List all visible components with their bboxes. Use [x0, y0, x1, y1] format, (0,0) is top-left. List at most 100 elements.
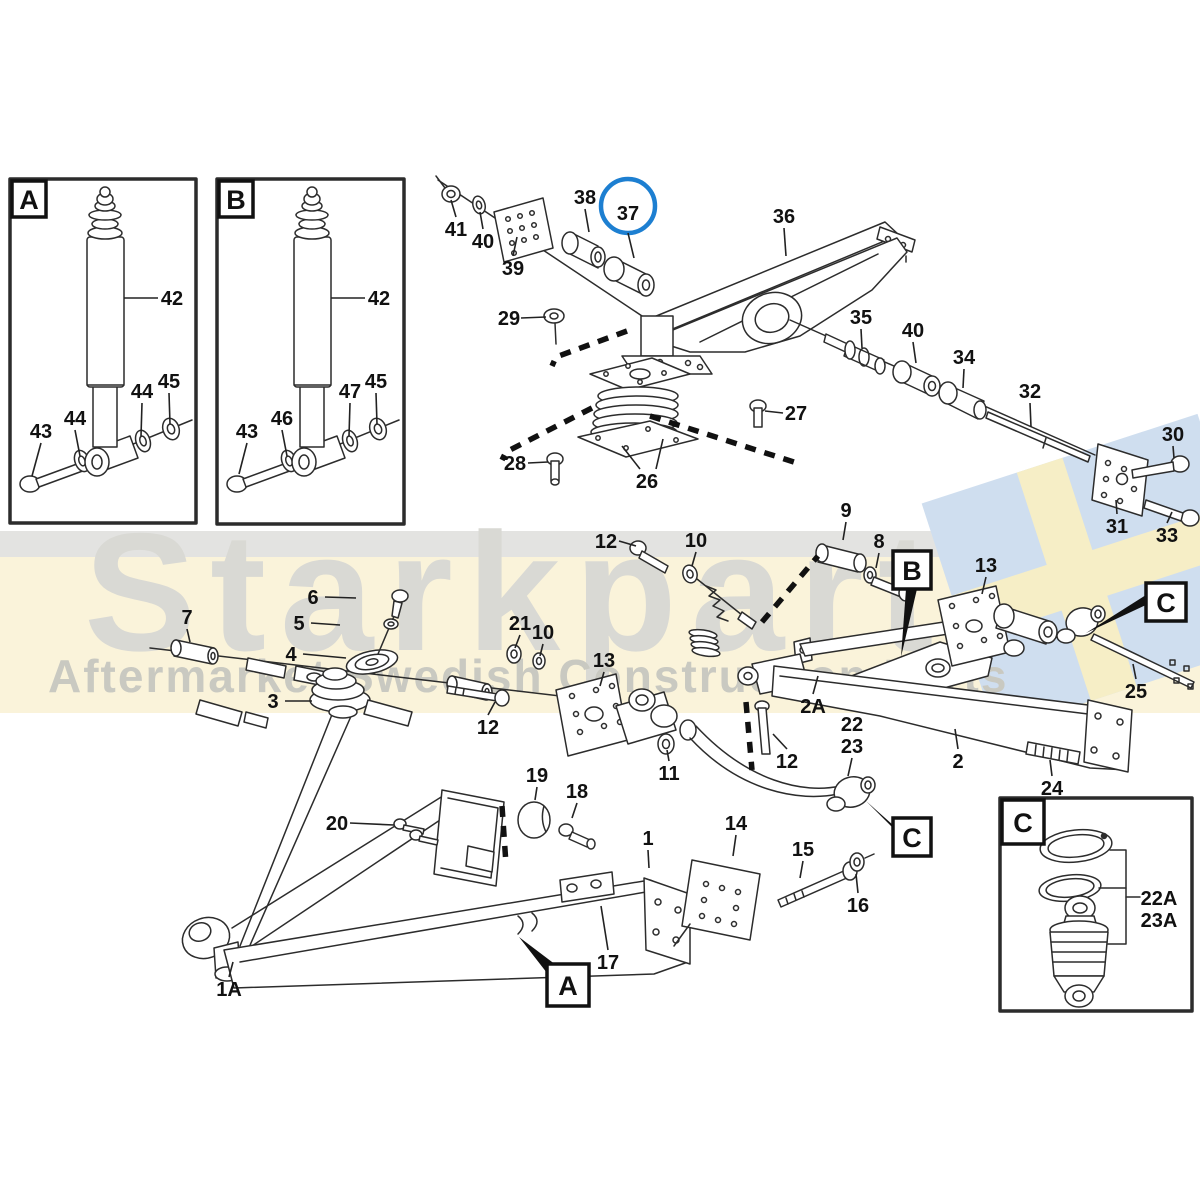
- part-callout-38: 38: [574, 187, 596, 209]
- part-callout-23A: 23A: [1141, 910, 1178, 932]
- part-callout-9: 9: [840, 500, 851, 522]
- part-callout-31: 31: [1106, 516, 1128, 538]
- part-callout-22: 22: [841, 714, 863, 736]
- part-callout-45: 45: [365, 371, 387, 393]
- callout-leader-1: [647, 849, 650, 869]
- callout-leader-26: [621, 445, 641, 470]
- part-callout-29: 29: [498, 308, 520, 330]
- callout-leader-43: [31, 442, 42, 477]
- inset-box-b: [215, 177, 406, 526]
- section-marker-b-pointer: B: [891, 549, 933, 591]
- callout-leader-30: [1172, 445, 1175, 459]
- part-callout-44: 44: [131, 381, 154, 403]
- dashed-locator-lines: [499, 328, 821, 865]
- part-callout-45: 45: [158, 371, 180, 393]
- callout-leader-1A: [228, 961, 234, 978]
- callout-leader-31: [1115, 499, 1118, 515]
- section-marker-c-inset-corner: C: [1000, 798, 1046, 846]
- section-marker-a-inset-corner: A: [10, 179, 48, 219]
- svg-text:C: C: [1013, 808, 1033, 838]
- pointer-arrow-c1: [1086, 595, 1146, 633]
- callout-leader-44: [74, 429, 81, 457]
- callout-leader-8: [875, 552, 880, 569]
- callout-leader-9: [842, 521, 847, 541]
- part-callout-19: 19: [526, 765, 548, 787]
- callout-leader-25: [1132, 663, 1137, 680]
- callout-leader-34: [962, 368, 965, 389]
- callout-leader-28: [527, 461, 549, 464]
- callout-leader-11: [666, 749, 670, 762]
- part-callout-5: 5: [293, 613, 304, 635]
- pointer-arrow-b: [901, 589, 917, 657]
- part-callout-41: 41: [445, 219, 467, 241]
- part-callout-42: 42: [161, 288, 183, 310]
- part-callout-36: 36: [773, 206, 795, 228]
- diagram-line-art: [8, 175, 1200, 1013]
- callout-leader-44: [140, 402, 143, 437]
- callout-leader-40: [912, 341, 917, 364]
- part-callout-17: 17: [597, 952, 619, 974]
- callout-leader-19: [534, 786, 538, 801]
- callout-leader-10: [691, 551, 697, 567]
- callout-leader-40: [479, 211, 484, 230]
- callout-leader-6: [324, 596, 357, 599]
- part-callout-2A: 2A: [800, 696, 826, 718]
- callout-leader-12: [618, 540, 637, 547]
- part-callout-7: 7: [181, 607, 192, 629]
- svg-text:B: B: [902, 556, 922, 586]
- part-callout-34: 34: [953, 347, 976, 369]
- part-callout-27: 27: [785, 403, 807, 425]
- callout-leader-32: [1029, 402, 1032, 428]
- callout-leader-7: [186, 628, 191, 643]
- callout-leader-45: [375, 392, 378, 425]
- part-callout-10: 10: [532, 622, 554, 644]
- section-marker-c-pointer: C: [891, 816, 933, 858]
- pointer-arrow-c2: [866, 801, 899, 834]
- part-callout-46: 46: [271, 408, 293, 430]
- callout-leader-27: [764, 410, 784, 414]
- part-callout-33: 33: [1156, 525, 1178, 547]
- callout-leader-20: [349, 822, 395, 826]
- callout-leader-10: [539, 643, 544, 657]
- part-callout-40: 40: [472, 231, 494, 253]
- part-callout-21: 21: [509, 613, 531, 635]
- callout-leader-14: [732, 834, 737, 857]
- callout-leader-5: [310, 622, 341, 626]
- callout-leader-13: [981, 576, 987, 595]
- part-callout-28: 28: [504, 453, 526, 475]
- part-callout-8: 8: [873, 531, 884, 553]
- part-callout-30: 30: [1162, 424, 1184, 446]
- part-callout-47: 47: [339, 381, 361, 403]
- inset-box-c: [998, 796, 1194, 1013]
- callout-leader-23: [847, 757, 853, 777]
- part-callout-13: 13: [975, 555, 997, 577]
- part-callout-12: 12: [477, 717, 499, 739]
- svg-text:A: A: [558, 971, 578, 1001]
- section-marker-c-pointer: C: [1144, 581, 1188, 623]
- part-callout-43: 43: [236, 421, 258, 443]
- part-callout-10: 10: [685, 530, 707, 552]
- inset-box-a: [8, 177, 198, 525]
- part-callout-43: 43: [30, 421, 52, 443]
- section-marker-b-inset-corner: B: [217, 179, 255, 219]
- part-callout-22A: 22A: [1141, 888, 1178, 910]
- callout-leader-18: [571, 802, 578, 819]
- part-callout-20: 20: [326, 813, 348, 835]
- part-callout-24: 24: [1041, 778, 1064, 800]
- part-callout-25: 25: [1125, 681, 1147, 703]
- callout-leader-41: [450, 199, 457, 218]
- part-callout-14: 14: [725, 813, 748, 835]
- part-callout-4: 4: [285, 644, 297, 666]
- callout-leader-17: [600, 905, 609, 951]
- callout-leader-47: [348, 402, 351, 437]
- callout-leader-24: [1049, 759, 1053, 777]
- part-callout-26: 26: [636, 471, 658, 493]
- svg-text:A: A: [19, 185, 39, 215]
- callout-leader-26: [655, 438, 664, 470]
- part-callout-37: 37: [617, 203, 639, 225]
- part-callout-18: 18: [566, 781, 588, 803]
- part-callout-12: 12: [595, 531, 617, 553]
- section-markers: A B C B C C A: [10, 179, 1188, 1008]
